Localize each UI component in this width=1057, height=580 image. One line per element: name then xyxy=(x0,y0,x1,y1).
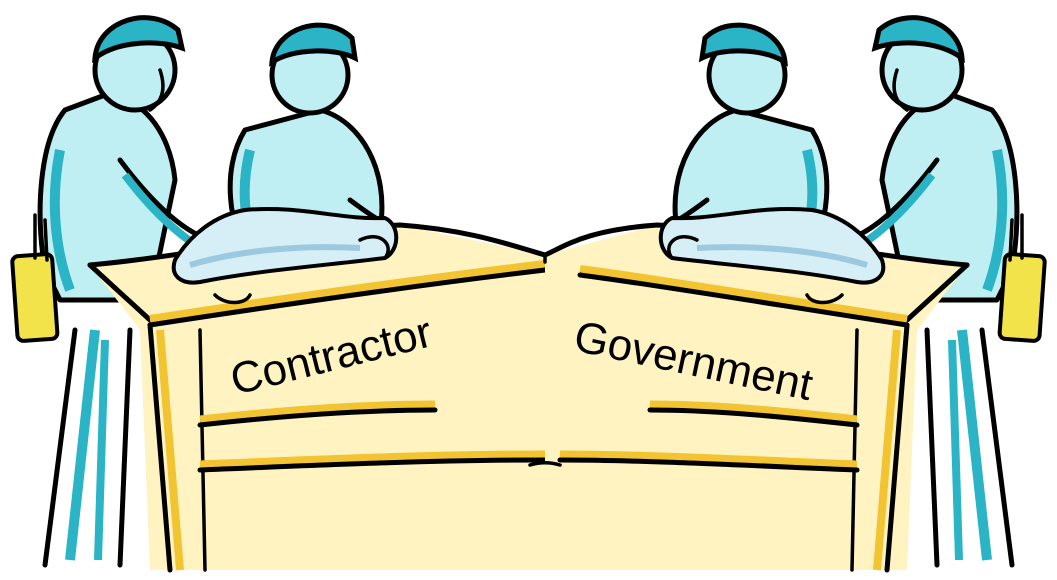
desk-left xyxy=(87,206,548,573)
desk-right xyxy=(542,206,970,573)
contractor-group: Contractor xyxy=(10,15,548,573)
government-group: Government xyxy=(542,15,1047,573)
worker-left-1 xyxy=(10,15,213,568)
desk-seam xyxy=(528,253,562,467)
worker-right-2 xyxy=(844,15,1047,568)
